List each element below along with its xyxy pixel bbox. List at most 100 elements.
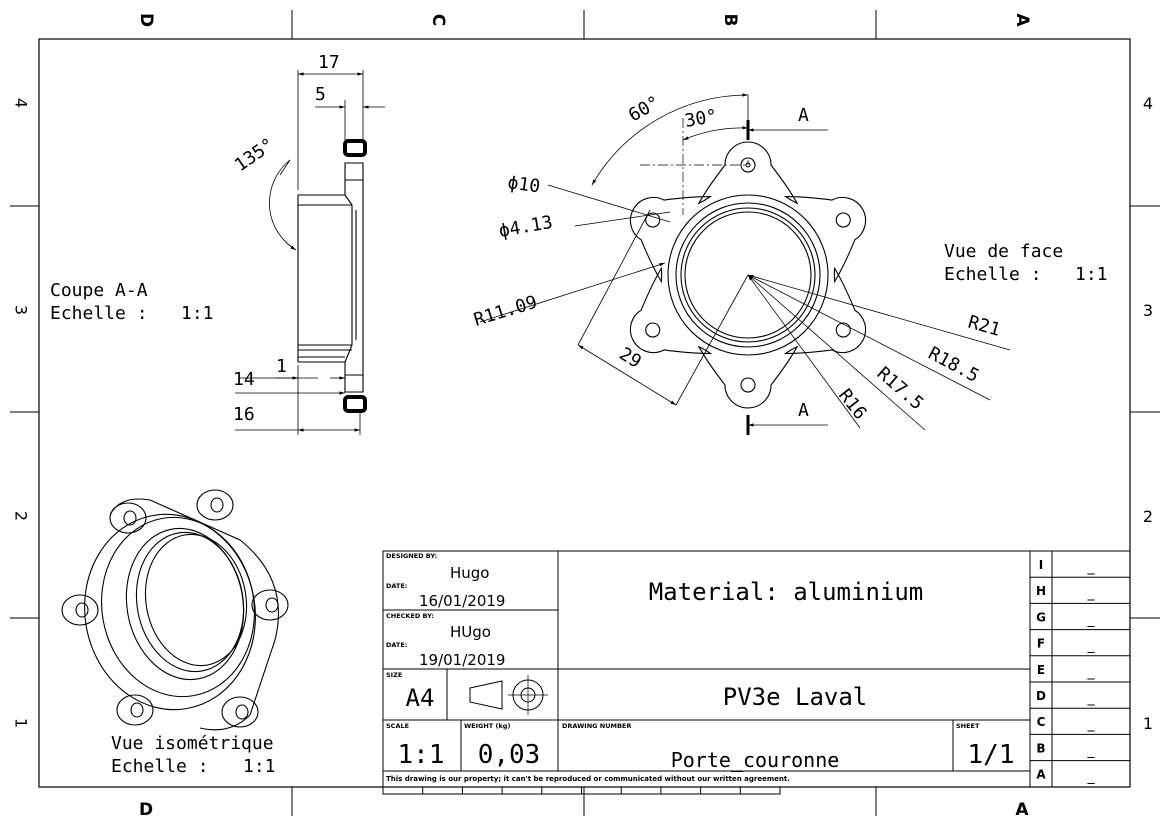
revision-value: _ — [1087, 716, 1096, 732]
zone-row-right-2: 2 — [1143, 507, 1153, 526]
weight-label: WEIGHT (kg) — [464, 722, 510, 730]
designed-by-label: DESIGNED BY: — [386, 552, 437, 560]
scale-value: 1:1 — [398, 740, 445, 770]
design-date-value: 16/01/2019 — [419, 592, 505, 610]
scale-label: SCALE — [386, 722, 409, 730]
zone-col-top-b: B — [720, 14, 740, 27]
dim-14: 14 — [233, 369, 255, 390]
dim-dia-10: ϕ10 — [506, 172, 541, 197]
dim-16: 16 — [233, 404, 255, 425]
iso-outline — [109, 498, 279, 731]
front-view-title: Vue de face — [944, 241, 1063, 262]
zone-col-top-a: A — [1012, 13, 1032, 27]
revision-letter: E — [1037, 663, 1045, 677]
dim-angle-30: 30° — [683, 106, 719, 132]
checked-by-value: HUgo — [450, 623, 491, 641]
zone-row-left-2: 2 — [12, 511, 31, 521]
section-marker-bottom: A — [798, 400, 809, 421]
bolt-hole — [835, 322, 851, 338]
sheet-value: 1/1 — [968, 740, 1015, 770]
dim-r-175: R17.5 — [873, 363, 928, 414]
revision-letter: A — [1036, 768, 1046, 782]
front-view-dimensions — [479, 93, 1011, 431]
zone-row-left-3: 3 — [12, 305, 31, 315]
iso-bolt-hole — [75, 602, 89, 618]
dim-dia-413: ϕ4.13 — [497, 212, 554, 242]
section-view-geometry — [297, 70, 367, 435]
iso-bolt-hole — [265, 597, 279, 613]
bolt-hole — [645, 322, 661, 338]
revision-value: _ — [1087, 769, 1096, 785]
zone-row-right-1: 1 — [1143, 714, 1153, 733]
iso-lobe — [61, 594, 99, 626]
drawing-number-value: Porte_couronne — [671, 748, 840, 772]
revision-letter: G — [1036, 610, 1046, 624]
copyright-notice: This drawing is our property; it can't b… — [386, 775, 790, 783]
dim-r-185: R18.5 — [925, 343, 983, 387]
iso-lobe — [116, 694, 154, 726]
front-view-geometry — [629, 118, 867, 435]
dim-29: 29 — [615, 343, 645, 372]
iso-lobe — [196, 489, 234, 521]
front-view-scale: 1:1 — [1075, 264, 1108, 285]
bolt-hole — [645, 212, 661, 228]
zone-row-left-1: 1 — [12, 718, 31, 728]
iso-view-scale-label: Echelle : — [111, 756, 209, 777]
iso-lobe — [109, 502, 147, 534]
drawing-number-label: DRAWING NUMBER — [562, 722, 631, 730]
weight-value: 0,03 — [478, 740, 541, 770]
project-name: PV3e Laval — [723, 683, 868, 711]
section-marker-top: A — [798, 105, 809, 126]
iso-bolt-hole — [130, 702, 144, 718]
revision-letter: D — [1036, 689, 1046, 703]
revision-letter: B — [1036, 741, 1045, 755]
revision-letter: C — [1037, 715, 1046, 729]
size-label: SIZE — [386, 671, 402, 679]
dim-r-16: R16 — [834, 385, 871, 424]
zone-row-right-3: 3 — [1143, 301, 1153, 320]
dim-angle-60: 60° — [625, 92, 664, 126]
iso-lobe — [221, 696, 259, 728]
zone-row-left-4: 4 — [12, 98, 31, 108]
zone-ticks — [10, 10, 1160, 816]
designed-by-value: Hugo — [450, 564, 490, 582]
zone-col-bottom-a: A — [1015, 800, 1029, 820]
bolt-hole — [740, 377, 756, 393]
revision-value: _ — [1087, 611, 1096, 627]
zone-col-top-d: D — [136, 13, 156, 27]
zone-col-top-c: C — [428, 14, 448, 26]
check-date-value: 19/01/2019 — [419, 651, 505, 669]
sheet-label: SHEET — [956, 722, 980, 730]
section-view-dimensions — [235, 72, 385, 432]
section-view-scale-label: Echelle : — [50, 303, 148, 324]
bolt-hole — [835, 212, 851, 228]
zone-row-right-4: 4 — [1143, 94, 1153, 113]
material-text: Material: aluminium — [649, 578, 924, 606]
title-block — [382, 550, 1131, 795]
dim-r-1109: R11.09 — [471, 292, 539, 331]
revision-letter: F — [1037, 637, 1045, 651]
dim-angle-135: 135° — [231, 134, 279, 176]
iso-view-geometry — [61, 489, 289, 731]
iso-bolt-hole — [210, 497, 224, 513]
revision-letter: I — [1039, 558, 1043, 572]
sheet-border — [38, 38, 1131, 788]
dim-r-21: R21 — [966, 312, 1003, 341]
revision-value: _ — [1087, 638, 1096, 654]
dim-5: 5 — [315, 84, 326, 105]
section-view-scale: 1:1 — [181, 303, 214, 324]
check-date-label: DATE: — [386, 641, 407, 649]
revision-value: _ — [1087, 585, 1096, 601]
revision-value: _ — [1087, 690, 1096, 706]
iso-view-scale: 1:1 — [243, 756, 276, 777]
section-view-title: Coupe A-A — [50, 280, 148, 301]
dim-1: 1 — [276, 356, 287, 377]
iso-lobe — [251, 589, 289, 621]
iso-bolt-hole — [123, 510, 137, 526]
revision-value: _ — [1087, 742, 1096, 758]
dim-17: 17 — [318, 52, 340, 73]
zone-col-bottom-d: D — [139, 800, 153, 820]
revision-value: _ — [1087, 664, 1096, 680]
front-view-scale-label: Echelle : — [944, 264, 1042, 285]
